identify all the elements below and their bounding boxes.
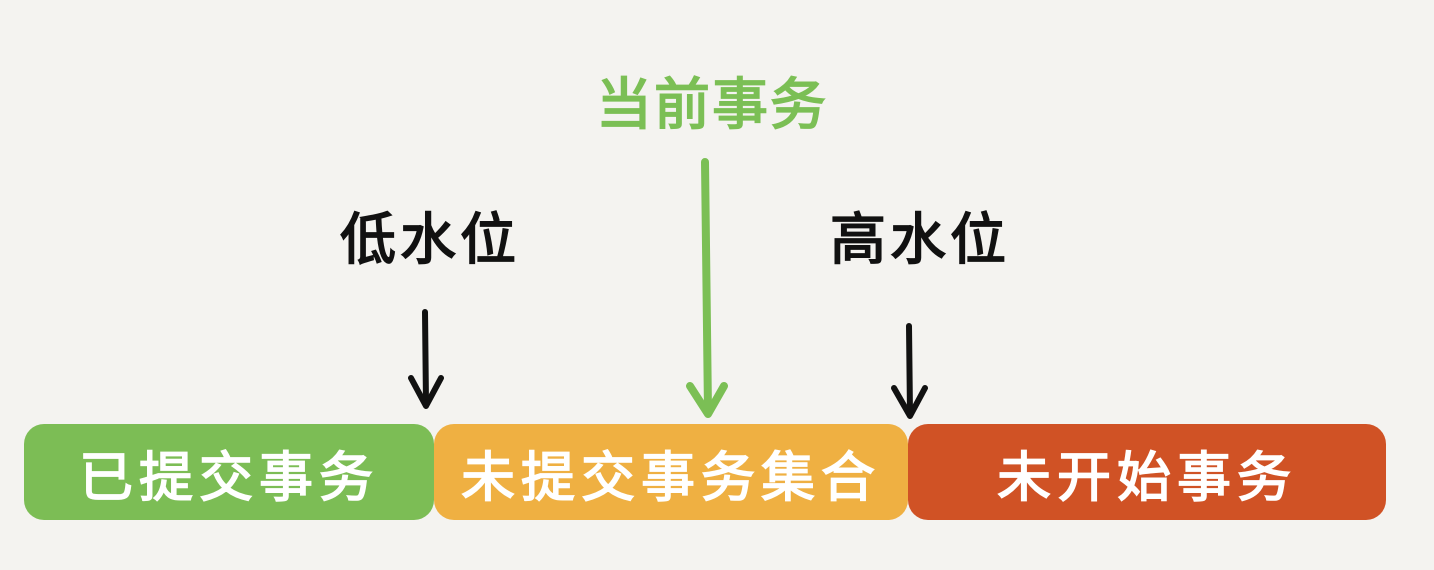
current-transaction-label: 当前事务 bbox=[596, 73, 828, 138]
committed-transactions-segment: 已提交事务 bbox=[24, 424, 434, 520]
low-watermark-label: 低水位 bbox=[340, 208, 520, 273]
low-watermark-arrow bbox=[408, 309, 444, 409]
not-started-transactions-segment: 未开始事务 bbox=[908, 424, 1386, 520]
high-watermark-label: 高水位 bbox=[830, 208, 1010, 273]
uncommitted-transactions-segment: 未提交事务集合 bbox=[434, 424, 908, 520]
current-transaction-arrow bbox=[686, 158, 728, 418]
high-watermark-arrow bbox=[891, 323, 928, 419]
